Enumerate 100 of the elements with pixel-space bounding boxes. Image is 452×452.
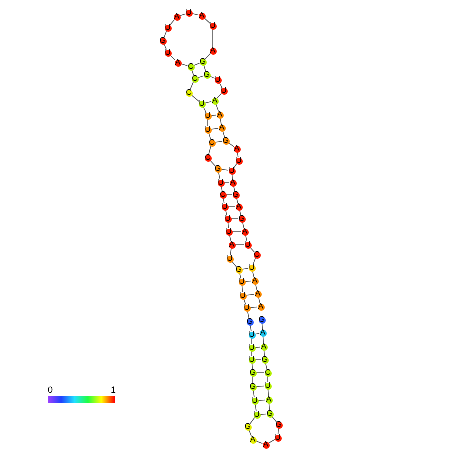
- base-pair-line: [258, 400, 266, 402]
- nucleotide-circle: U: [210, 22, 216, 30]
- nucleotide-circle: A: [234, 146, 240, 152]
- base-pair-line: [246, 294, 255, 296]
- base-pair-line: [226, 194, 233, 196]
- nucleotide-circle: A: [242, 228, 248, 236]
- nucleotide-circle: A: [230, 180, 236, 186]
- nucleotide-circle: U: [226, 228, 232, 236]
- base-pair-line: [235, 244, 245, 246]
- nucleotide-circle: U: [236, 158, 242, 164]
- backbone-line: [204, 53, 212, 60]
- nucleotide-circle: U: [264, 382, 272, 390]
- nucleotide-circle: U: [244, 304, 250, 312]
- base-pair-line: [256, 386, 265, 388]
- backbone-line: [262, 336, 264, 344]
- nucleotide-circle: A: [236, 204, 242, 210]
- backbone-line: [250, 247, 256, 253]
- nucleotide-circle: A: [212, 98, 218, 104]
- nucleotide-circle: G: [160, 38, 166, 44]
- nucleotide-circle: U: [254, 412, 260, 418]
- nucleotide-circle: U: [204, 112, 212, 120]
- nucleotide-circle: G: [204, 72, 210, 78]
- backbone-line: [252, 271, 255, 278]
- backbone-line: [228, 222, 230, 229]
- nucleotide-circle: G: [276, 422, 282, 428]
- base-pair-line: [228, 206, 236, 208]
- nucleotide-circle: U: [226, 256, 234, 262]
- nucleotide-circle: C: [264, 370, 272, 376]
- nucleotide-circle: A: [252, 278, 258, 284]
- nucleotide-circle: A: [250, 436, 256, 444]
- nucleotide-circle: U: [248, 332, 256, 338]
- base-pair-line: [205, 101, 212, 104]
- backbone-line: [190, 82, 194, 90]
- backbone-line: [252, 363, 254, 370]
- nucleotide-circle: A: [174, 60, 182, 66]
- backbone-line: [256, 440, 264, 444]
- backbone-line: [252, 376, 254, 384]
- nucleotide-circle: C: [204, 154, 212, 162]
- nucleotide-circle: U: [240, 292, 246, 300]
- nucleotide-circle: A: [262, 442, 270, 448]
- nucleotide-circle: U: [164, 24, 172, 32]
- backbone-line: [204, 18, 211, 24]
- nucleotide-circle: G: [236, 266, 242, 274]
- nucleotide-circle: A: [198, 12, 206, 20]
- nucleotide-circle: U: [204, 126, 212, 134]
- nucleotide-circle: C: [208, 140, 216, 146]
- nucleotide-circle: A: [210, 48, 216, 54]
- nucleotide-circle: A: [218, 124, 226, 132]
- base-pair-line: [224, 182, 230, 184]
- nucleotide-circle: G: [258, 316, 266, 324]
- nucleotide-circle: U: [248, 344, 256, 352]
- nucleotide-circle: G: [200, 58, 206, 66]
- backbone-line: [218, 172, 221, 180]
- backbone-line: [192, 13, 199, 16]
- nucleotide-circle: U: [248, 264, 256, 272]
- nucleotide-circle: A: [260, 330, 266, 336]
- base-pair-line: [260, 414, 267, 416]
- backbone-line: [265, 363, 268, 370]
- backbone-line: [242, 222, 245, 229]
- nucleotide-circle: G: [244, 424, 252, 430]
- backbone-line: [247, 311, 250, 319]
- nucleotide-circle: G: [222, 138, 230, 144]
- nucleotide-circle: G: [238, 216, 246, 222]
- nucleotide-circle: U: [224, 216, 232, 222]
- nucleotide-circle: A: [254, 290, 262, 298]
- backbone-line: [191, 94, 200, 102]
- backbone-line: [262, 323, 264, 330]
- nucleotide-circle: A: [258, 304, 264, 310]
- nucleotide-circle: U: [222, 204, 228, 210]
- backbone-line: [268, 439, 276, 444]
- backbone-line: [212, 29, 214, 48]
- nucleotide-circle: G: [232, 192, 240, 198]
- nucleotide-circle: C: [192, 76, 198, 82]
- backbone-line: [268, 389, 270, 397]
- scale-tick-label: 0: [48, 386, 54, 395]
- backbone-line: [252, 258, 256, 266]
- nucleotide-circle: G: [214, 166, 222, 172]
- backbone-line: [232, 174, 234, 180]
- nucleotide-circle: U: [252, 398, 258, 404]
- nucleotide-circle: A: [260, 344, 268, 350]
- nucleotide-circle: A: [216, 112, 224, 118]
- nucleotide-circle: A: [228, 242, 236, 248]
- backbone-line: [250, 417, 256, 425]
- nucleotide-circle: U: [274, 434, 282, 442]
- base-pair-line: [211, 114, 217, 116]
- base-pair-line: [256, 372, 265, 374]
- nucleotide-circle: C: [254, 252, 260, 258]
- backbone-line: [216, 93, 222, 99]
- nucleotide-circle: A: [174, 14, 180, 20]
- nucleotide-circle: U: [238, 278, 246, 286]
- nucleotide-circle: U: [220, 88, 228, 94]
- backbone-line: [245, 235, 248, 242]
- base-pair-line: [255, 346, 261, 348]
- nucleotide-circle: G: [266, 410, 274, 418]
- nucleotide-circle: G: [262, 356, 268, 364]
- nucleotide-circle: U: [214, 76, 222, 84]
- nucleotide-circle: G: [250, 370, 256, 376]
- backbone-line: [229, 235, 232, 242]
- nucleotide-circle: U: [228, 168, 236, 174]
- backbone-line: [264, 350, 266, 357]
